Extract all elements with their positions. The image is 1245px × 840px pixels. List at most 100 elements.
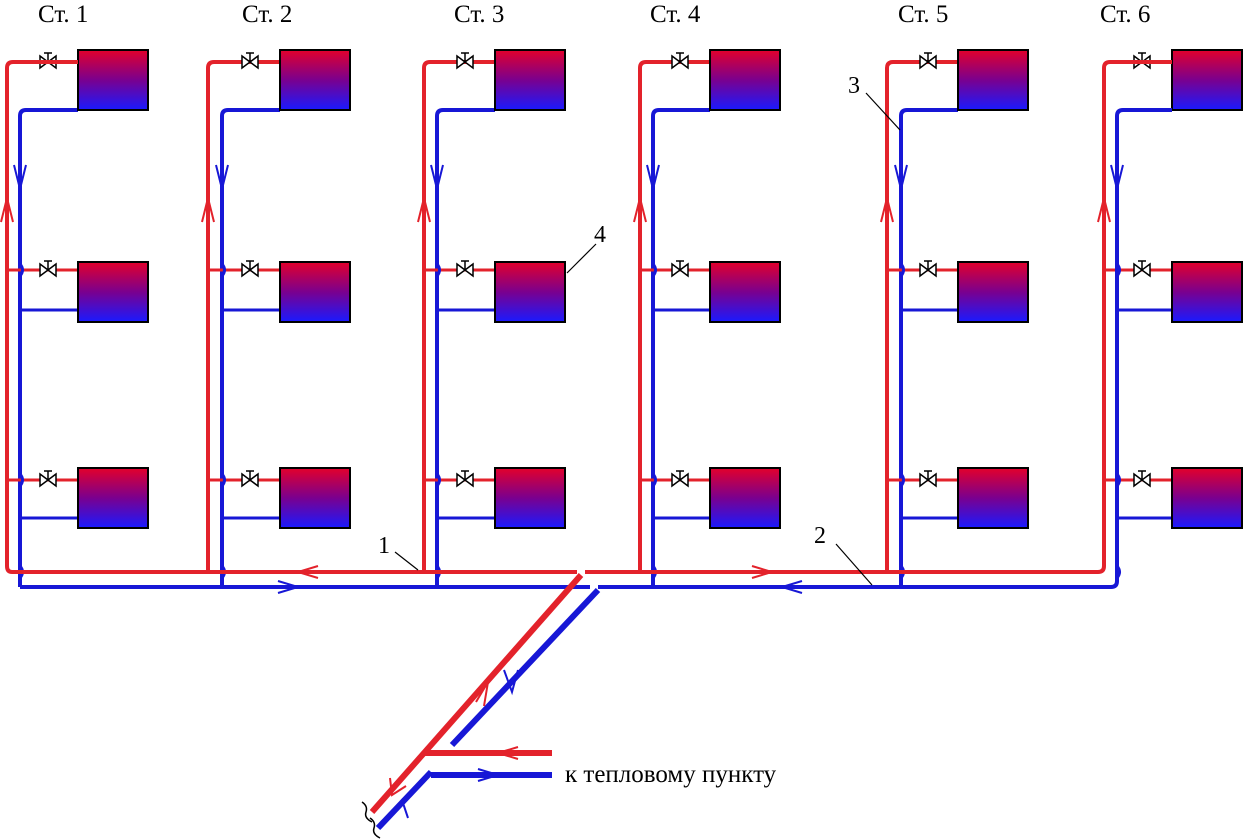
return-riser-4 xyxy=(651,108,710,587)
arrow-return-left xyxy=(277,580,302,594)
crossover-4-3 xyxy=(651,473,657,487)
flow-arrows xyxy=(277,565,803,819)
arrow-supply-left xyxy=(294,565,319,579)
valve-6-1 xyxy=(1133,52,1151,70)
valve-3-2 xyxy=(456,260,474,278)
arrow-return-riser-3 xyxy=(430,164,444,190)
arrow-return-lower xyxy=(389,797,409,819)
crossover-1-2 xyxy=(18,263,24,277)
supply-riser-3 xyxy=(422,60,495,572)
callout-leader-3 xyxy=(865,92,901,131)
callout-1: 1 xyxy=(378,533,390,559)
radiator-6-3 xyxy=(1171,467,1243,529)
return-trunk-lower xyxy=(375,769,434,831)
arrow-supply-lower xyxy=(389,777,407,797)
valve-4-1 xyxy=(671,52,689,70)
return-main-right xyxy=(598,108,1172,589)
radiator-3-3 xyxy=(494,467,566,529)
radiator-1-1 xyxy=(77,49,149,111)
arrow-supply-branch xyxy=(494,746,519,760)
supply-main-right xyxy=(585,60,1172,574)
radiator-1-3 xyxy=(77,467,149,529)
crossover-5-2 xyxy=(899,263,905,277)
supply-riser-5 xyxy=(885,60,958,572)
crossover-3-3 xyxy=(435,473,441,487)
arrow-supply-riser-4 xyxy=(633,197,647,223)
supply-riser-4 xyxy=(638,60,710,572)
supply-main-left xyxy=(5,60,577,574)
riser-label-5: Ст. 5 xyxy=(898,1,948,28)
valve-3-3 xyxy=(456,470,474,488)
crossover-2-2 xyxy=(220,263,226,277)
valve-5-3 xyxy=(919,470,937,488)
crossover-1-3 xyxy=(18,473,24,487)
callout-leader-2 xyxy=(835,543,873,586)
supply-riser-2 xyxy=(206,60,280,572)
radiator-3-1 xyxy=(494,49,566,111)
radiator-4-1 xyxy=(709,49,781,111)
radiator-4-2 xyxy=(709,261,781,323)
crossover-2-3 xyxy=(220,473,226,487)
riser-label-3: Ст. 3 xyxy=(454,1,504,28)
arrow-return-trunk xyxy=(503,669,519,696)
radiator-5-2 xyxy=(957,261,1029,323)
riser-label-4: Ст. 4 xyxy=(650,1,701,28)
arrow-return-branch xyxy=(477,768,502,782)
radiator-5-3 xyxy=(957,467,1029,529)
return-riser-1 xyxy=(18,108,78,587)
arrow-supply-right xyxy=(751,565,776,579)
radiator-2-3 xyxy=(279,467,351,529)
arrow-supply-trunk xyxy=(475,681,489,707)
radiator-2-2 xyxy=(279,261,351,323)
callout-4: 4 xyxy=(594,222,606,248)
return-riser-3 xyxy=(435,108,495,587)
valve-2-3 xyxy=(241,470,259,488)
break-mark-return xyxy=(369,817,381,839)
valve-2-1 xyxy=(241,52,259,70)
valve-4-3 xyxy=(671,470,689,488)
break-mark-supply xyxy=(361,801,373,823)
arrow-supply-riser-5 xyxy=(880,197,894,223)
arrow-return-riser-1 xyxy=(13,164,27,190)
valve-1-1 xyxy=(39,52,57,70)
callouts: 1 2 3 4 xyxy=(378,73,901,586)
valve-1-2 xyxy=(39,260,57,278)
crossover-5-3 xyxy=(899,473,905,487)
arrow-return-right xyxy=(778,580,803,594)
radiator-6-1 xyxy=(1171,49,1243,111)
radiator-5-1 xyxy=(957,49,1029,111)
radiator-2-1 xyxy=(279,49,351,111)
substation-note: к тепловому пункту xyxy=(565,761,777,788)
callout-leader-1 xyxy=(394,551,419,571)
valve-2-2 xyxy=(241,260,259,278)
return-riser-2 xyxy=(220,108,280,587)
radiator-6-2 xyxy=(1171,261,1243,323)
radiator-4-3 xyxy=(709,467,781,529)
valve-3-1 xyxy=(456,52,474,70)
callout-3: 3 xyxy=(848,73,860,99)
return-trunk-diagonal xyxy=(449,587,601,748)
risers-layer xyxy=(0,49,1243,587)
arrow-supply-riser-2 xyxy=(201,197,215,223)
valve-5-2 xyxy=(919,260,937,278)
valve-1-3 xyxy=(39,470,57,488)
valve-6-2 xyxy=(1133,260,1151,278)
callout-2: 2 xyxy=(814,523,826,549)
riser-label-6: Ст. 6 xyxy=(1100,1,1150,28)
crossover-3-2 xyxy=(435,263,441,277)
radiator-1-2 xyxy=(77,261,149,323)
riser-label-2: Ст. 2 xyxy=(242,1,292,28)
arrow-supply-riser-3 xyxy=(417,197,431,223)
crossover-4-2 xyxy=(651,263,657,277)
supply-trunk-diagonal xyxy=(369,573,584,814)
radiator-3-2 xyxy=(494,261,566,323)
arrow-return-riser-2 xyxy=(215,164,229,190)
arrow-return-riser-4 xyxy=(646,164,660,190)
main-pipes xyxy=(5,60,1172,839)
valve-4-2 xyxy=(671,260,689,278)
valve-6-3 xyxy=(1133,470,1151,488)
arrow-return-riser-5 xyxy=(894,164,908,190)
return-riser-5 xyxy=(899,108,958,587)
callout-leader-4 xyxy=(566,243,597,274)
